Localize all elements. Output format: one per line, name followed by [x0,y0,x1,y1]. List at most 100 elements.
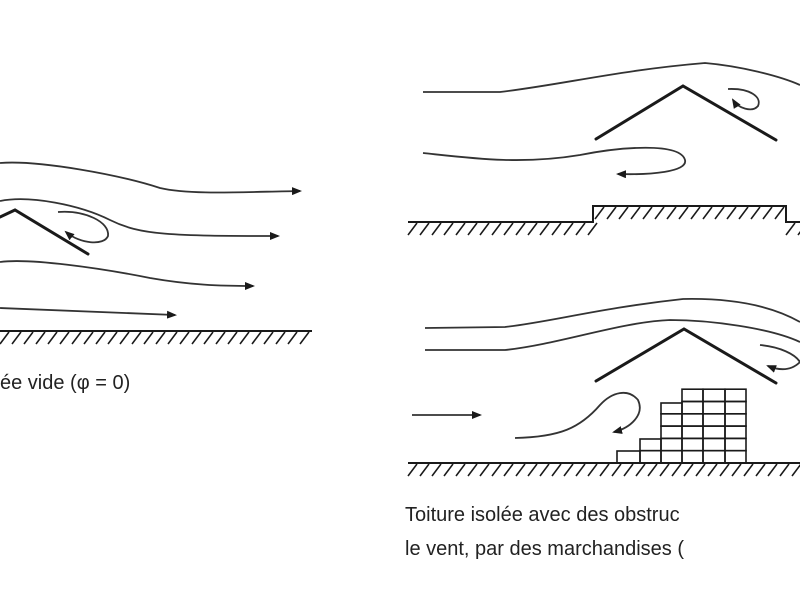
hatch-stroke [726,206,737,220]
hatch-stroke [503,463,514,477]
hatch-stroke [630,206,641,220]
hatch-stroke [671,463,682,477]
hatch-stroke [131,331,142,345]
hatch-stroke [431,222,442,236]
hatch-stroke [35,331,46,345]
hatch-stroke [227,331,238,345]
goods-box [702,412,726,427]
streamline [422,146,686,179]
hatch-stroke [774,206,785,220]
hatch-stroke [23,331,34,345]
hatch-stroke [443,222,454,236]
hatch-stroke [587,463,598,477]
caption-right-line2: le vent, par des marchandises ( [405,538,684,560]
hatch-stroke [707,463,718,477]
hatch-stroke [515,463,526,477]
hatch-stroke [83,331,94,345]
hatch-stroke [419,463,430,477]
streamline [424,298,800,329]
panel-raised-ground [407,62,800,236]
hatch-stroke [767,463,778,477]
hatch-stroke [539,463,550,477]
hatch-stroke [179,331,190,345]
hatch-stroke [479,222,490,236]
roof [0,208,90,256]
hatch-stroke [563,222,574,236]
hatch-stroke [491,463,502,477]
panel-obstructed-canopy [407,298,800,477]
hatch-stroke [654,206,665,220]
panel-empty-canopy [0,161,312,345]
hatch-stroke [299,331,310,345]
hatch-stroke [755,463,766,477]
ground-hatch [0,331,310,345]
goods-stack [616,388,747,464]
goods-box [702,437,726,452]
hatch-stroke [527,463,538,477]
ground-hatch [407,206,800,236]
goods-box [724,388,747,403]
hatch-stroke [251,331,262,345]
ground-hatch [407,463,800,477]
hatch-stroke [695,463,706,477]
hatch-stroke [119,331,130,345]
hatch-stroke [647,463,658,477]
hatch-stroke [791,464,800,477]
hatch-stroke [666,206,677,220]
goods-box [660,425,683,440]
hatch-stroke [59,331,70,345]
goods-box [681,449,704,464]
goods-box [702,425,726,440]
goods-box [724,437,747,452]
goods-box [660,437,683,452]
hatch-stroke [762,206,773,220]
hatch-stroke [683,463,694,477]
caption-right-line1: Toiture isolée avec des obstruc [405,504,680,526]
streamline [423,62,800,93]
hatch-stroke [618,206,629,220]
hatch-stroke [743,463,754,477]
hatch-stroke [587,222,598,236]
hatch-stroke [443,463,454,477]
eddy [727,88,760,111]
hatch-stroke [407,463,418,477]
hatch-stroke [575,463,586,477]
hatch-stroke [785,222,796,236]
hatch-stroke [167,331,178,345]
hatch-stroke [642,206,653,220]
hatch-stroke [527,222,538,236]
hatch-stroke [551,222,562,236]
hatch-stroke [107,331,118,345]
goods-box [681,388,704,403]
hatch-stroke [203,331,214,345]
hatch-stroke [0,331,10,345]
goods-box [724,412,747,427]
hatch-stroke [479,463,490,477]
hatch-stroke [491,222,502,236]
roof [594,327,778,385]
ground-line [408,205,800,223]
goods-box [702,449,726,464]
hatch-stroke [419,222,430,236]
goods-box [724,400,747,415]
hatch-stroke [155,331,166,345]
hatch-stroke [287,331,298,345]
hatch-stroke [431,463,442,477]
eddy [514,391,641,439]
hatch-stroke [750,206,761,220]
hatch-stroke [503,222,514,236]
goods-box [660,412,683,427]
hatch-stroke [455,463,466,477]
streamline [0,260,255,290]
hatch-stroke [143,331,154,345]
hatch-stroke [539,222,550,236]
hatch-stroke [623,463,634,477]
hatch-stroke [71,331,82,345]
hatch-stroke [467,222,478,236]
goods-box [660,402,683,415]
hatch-stroke [611,463,622,477]
goods-box [616,450,641,464]
hatch-stroke [635,463,646,477]
caption-left: ée vide (φ = 0) [0,372,130,394]
